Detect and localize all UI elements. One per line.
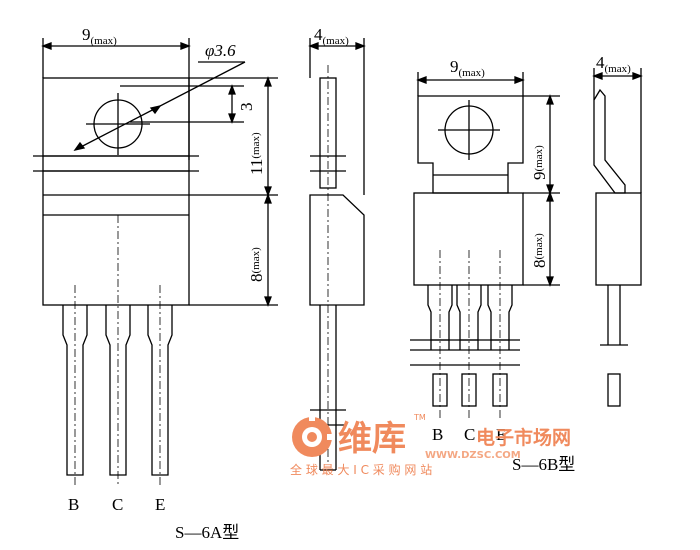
s6a-side-view (308, 38, 366, 471)
s6b-width-dim: 9(max) (450, 57, 485, 79)
s6b-pin-e: E (496, 425, 506, 444)
s6a-tab-height-dim: 11(max) (247, 132, 266, 175)
s6a-front-view (33, 38, 278, 485)
s6b-body-height-dim: 8(max) (530, 233, 549, 268)
watermark-trademark: TM (413, 413, 426, 422)
s6a-hole-diameter: φ3.6 (205, 41, 236, 60)
watermark-brand: 维库 (338, 419, 406, 459)
watermark-site-name: 电子市场网 (476, 426, 571, 449)
s6a-body-height-dim: 8(max) (247, 247, 266, 282)
s6a-pin-c: C (112, 495, 123, 514)
s6a-width-dim: 9(max) (82, 25, 117, 47)
s6a-caption: S—6A型 (175, 523, 239, 542)
watermark: 维库 TM 电子市场网 WWW.DZSC.COM 全 球 最 大 I C 采 购… (290, 413, 571, 477)
s6a-pin-e: E (155, 495, 165, 514)
watermark-url: WWW.DZSC.COM (425, 450, 521, 461)
s6b-caption: S—6B型 (512, 455, 575, 474)
watermark-logo-icon (292, 413, 335, 457)
s6b-pin-c: C (464, 425, 475, 444)
s6b-tab-height-dim: 9(max) (530, 145, 549, 180)
s6b-side-view (592, 68, 643, 407)
s6b-pin-b: B (432, 425, 443, 444)
s6a-hole-offset-dim: 3 (237, 103, 256, 112)
s6a-side-thickness-dim: 4(max) (314, 25, 349, 47)
s6b-side-thickness-dim: 4(max) (596, 53, 631, 75)
watermark-slogan: 全 球 最 大 I C 采 购 网 站 (290, 462, 432, 477)
s6b-front-view (410, 72, 560, 420)
s6a-pin-b: B (68, 495, 79, 514)
